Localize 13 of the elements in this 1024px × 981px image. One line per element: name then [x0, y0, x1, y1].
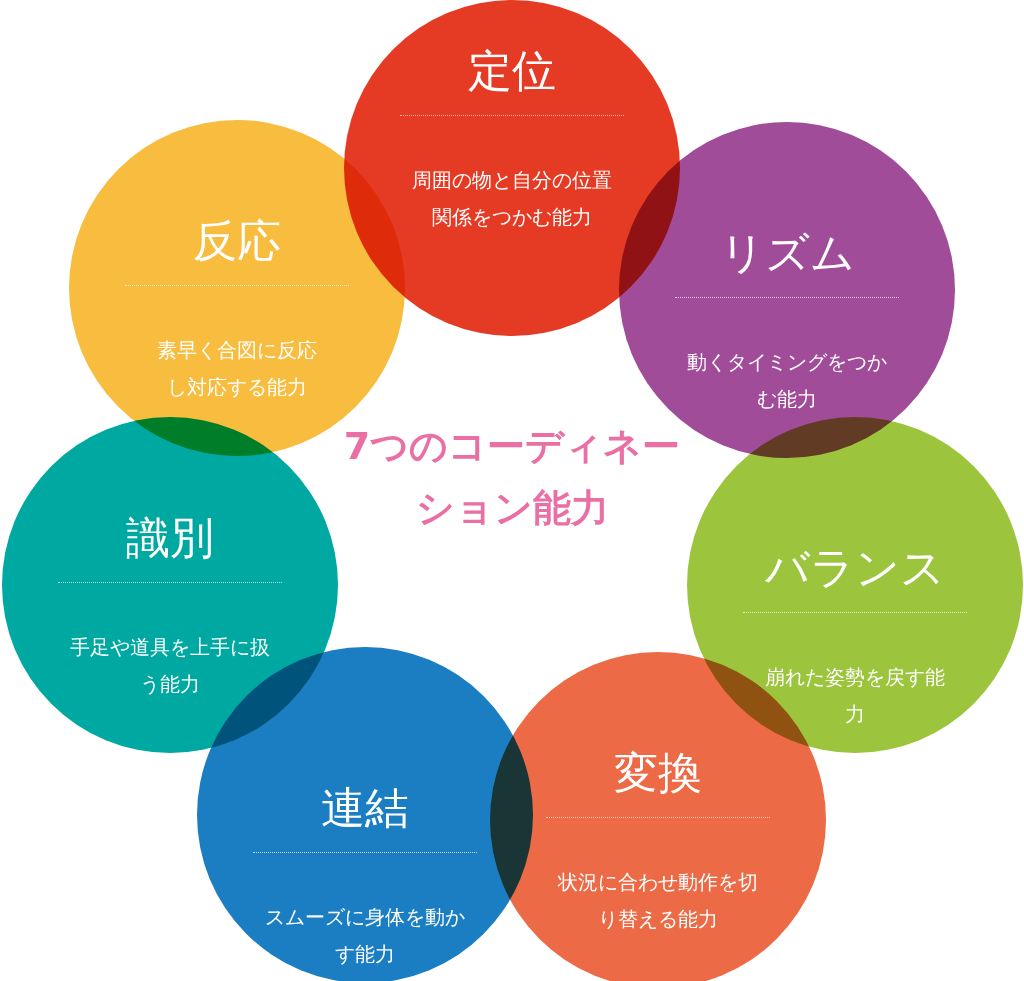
circle-description: 素早く合図に反応し対応する能力: [156, 337, 318, 401]
circle-description: 動くタイミングをつかむ能力: [687, 349, 887, 413]
circle-description: 手足や道具を上手に扱う能力: [70, 634, 270, 698]
circle-description: スムーズに身体を動かす能力: [264, 904, 466, 968]
circle-description: 状況に合わせ動作を切り替える能力: [557, 869, 759, 933]
center-title: 7つのコーディネーション能力: [342, 423, 682, 532]
circle-heading: 連結: [253, 779, 477, 853]
circle-heading: 定位: [400, 42, 624, 116]
circle-description: 周囲の物と自分の位置関係をつかむ能力: [411, 167, 613, 231]
circle-heading: 識別: [58, 509, 282, 583]
circle-heading: 変換: [546, 744, 770, 818]
circle-description: 崩れた姿勢を戻す能力: [765, 664, 945, 728]
circle-heading: バランス: [743, 539, 967, 613]
